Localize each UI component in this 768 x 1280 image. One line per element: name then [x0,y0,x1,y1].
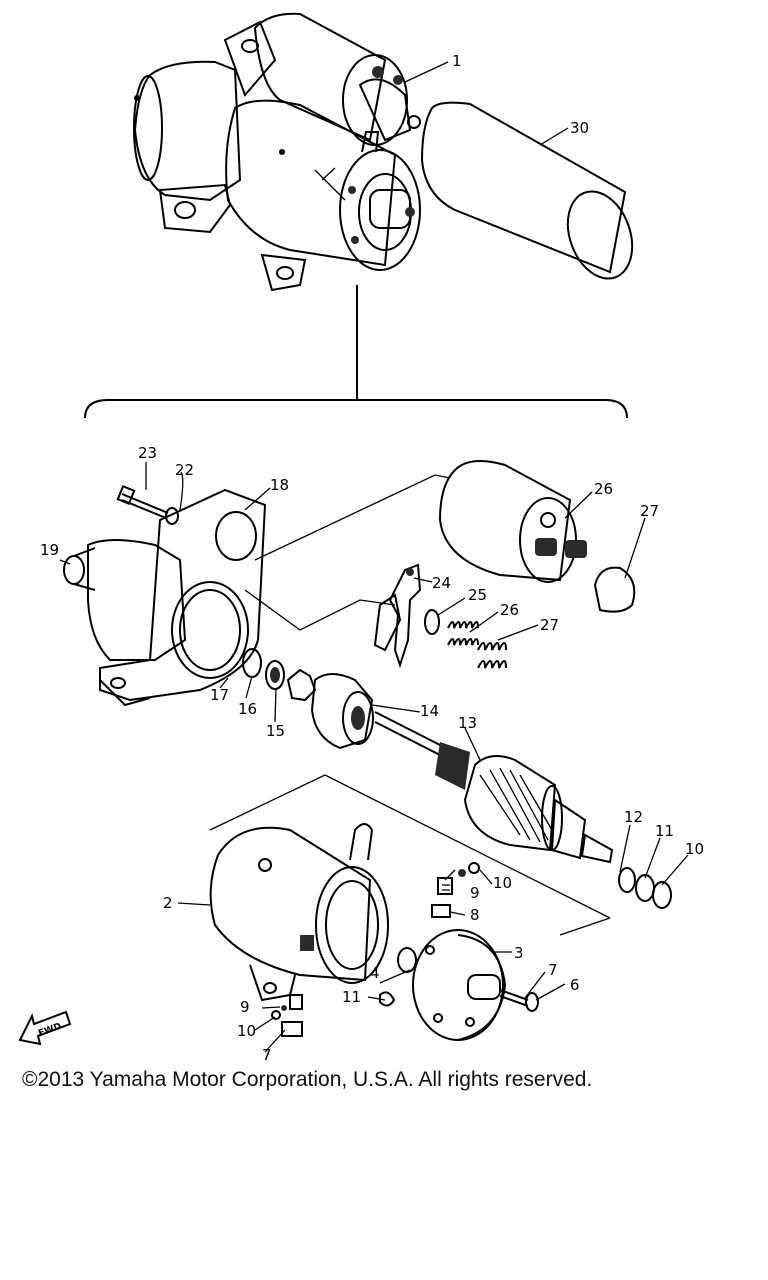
callout-15: 13 [458,714,477,732]
drive-housing-21-20 [63,488,267,707]
callout-20: 18 [270,476,289,494]
callout-10-lower: 10 [237,1022,256,1040]
callout-4: 4 [370,964,380,982]
assembly-leader-lines [209,474,611,936]
callout-7: 7 [262,1046,272,1064]
callout-9-upper: 9 [470,884,480,902]
armature-15 [374,711,614,864]
callout-10-upper: 10 [493,874,512,892]
terminal-cap-29 [593,566,636,613]
callout-27: 27 [540,616,559,634]
callout-leaders [59,61,689,1053]
callout-26: 26 [500,601,519,619]
callout-16: 14 [420,702,439,720]
assembled-starter-motor [133,12,421,292]
solenoid-28 [438,460,587,583]
callout-17: 15 [266,722,285,740]
callout-9-lower: 9 [240,998,250,1016]
callout-12: 10 [685,840,704,858]
callout-22: 22 [175,461,194,479]
callout-numbers: 1 30 23 22 18 19 26 27 24 25 26 27 14 13… [40,52,704,1064]
yoke-2 [209,823,389,1002]
callout-1: 1 [452,52,462,70]
callout-25: 25 [468,586,487,604]
callout-23: 23 [138,444,157,462]
callout-28: 26 [594,480,613,498]
shift-lever-24 [373,563,422,669]
callout-8: 8 [470,906,480,924]
callout-18: 16 [238,700,257,718]
explode-bracket [84,285,628,419]
callout-14: 12 [624,808,643,826]
bolt-23-washer-22 [116,484,179,525]
callout-3: 3 [514,944,524,962]
starter-motor-exploded-diagram: FWD 1 30 [18,12,704,1064]
callout-6: 7 [548,961,558,979]
callout-13: 11 [655,822,674,840]
brush-assembly-7-9-10 [271,994,303,1037]
callout-2: 2 [163,894,173,912]
rings-17-18-19 [242,648,317,702]
washers-12-13-14 [618,867,672,909]
callout-11: 11 [342,988,361,1006]
cover-cylinder-30 [420,101,634,280]
callout-5: 6 [570,976,580,994]
fwd-label: FWD [37,1022,63,1039]
callout-24: 24 [432,574,451,592]
callout-21: 19 [40,541,59,559]
washer-spring-25-26-27 [424,609,507,669]
callout-30: 30 [570,119,589,137]
callout-29: 27 [640,502,659,520]
callout-19: 17 [210,686,229,704]
brush-assembly-8-9-10 [431,862,480,918]
fwd-arrow-icon: FWD [18,1010,72,1046]
clutch-pinion-16 [310,673,374,750]
end-cover-3 [379,929,539,1041]
copyright-notice: ©2013 Yamaha Motor Corporation, U.S.A. A… [22,1068,593,1091]
